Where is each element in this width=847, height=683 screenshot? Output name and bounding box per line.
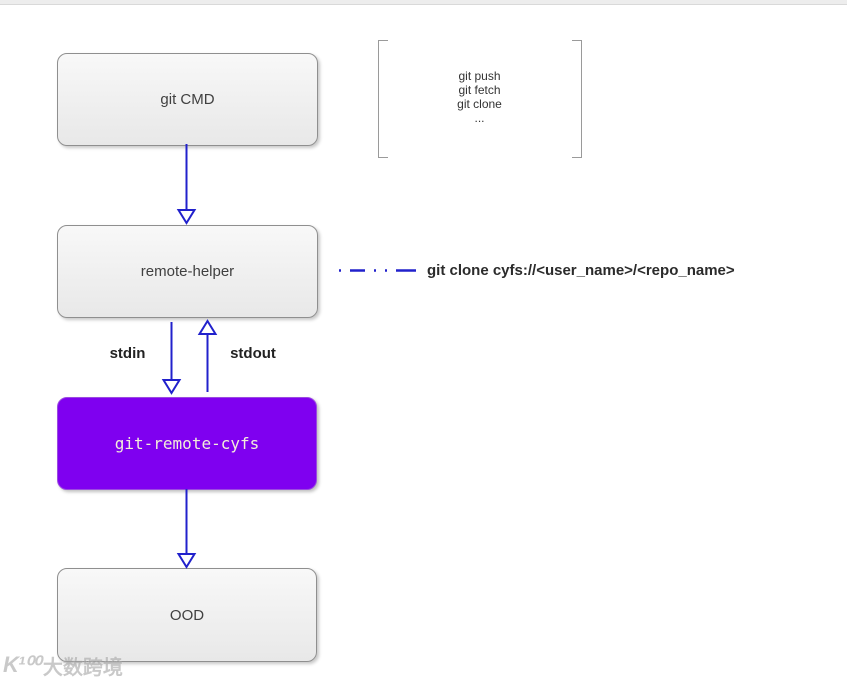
command-label: git clone cyfs://<user_name>/<repo_name> (427, 262, 735, 279)
bracket-note-line: git clone (457, 97, 502, 111)
watermark-logo: K¹⁰⁰ (3, 652, 41, 677)
watermark: K¹⁰⁰ 大数跨境 (3, 650, 123, 680)
node-git-cmd: git CMD (57, 53, 318, 146)
node-remote-helper: remote-helper (57, 225, 318, 318)
stdin-arrow-down-icon (161, 322, 182, 395)
node-remote-helper-label: remote-helper (140, 263, 235, 280)
bracket-note-line: ... (474, 111, 485, 125)
node-ood-label: OOD (169, 606, 205, 624)
node-git-remote-cyfs: git-remote-cyfs (57, 397, 317, 490)
stdout-label: stdout (230, 345, 276, 362)
bracket-note: git push git fetch git clone ... (378, 69, 581, 125)
node-git-remote-cyfs-label: git-remote-cyfs (114, 434, 260, 453)
bracket-note-line: git push (458, 69, 501, 83)
node-git-cmd-label: git CMD (160, 91, 215, 108)
top-edge-strip (0, 0, 847, 5)
bracket-note-line: git fetch (458, 83, 501, 97)
bracket-left (378, 40, 388, 158)
node-ood: OOD (57, 568, 317, 662)
stdin-label: stdin (109, 345, 146, 362)
stdout-arrow-up-icon (197, 319, 218, 392)
arrow-down-icon (176, 144, 197, 225)
bracket-right (572, 40, 582, 158)
watermark-text: 大数跨境 (42, 656, 123, 679)
arrow-down-icon (176, 489, 197, 569)
